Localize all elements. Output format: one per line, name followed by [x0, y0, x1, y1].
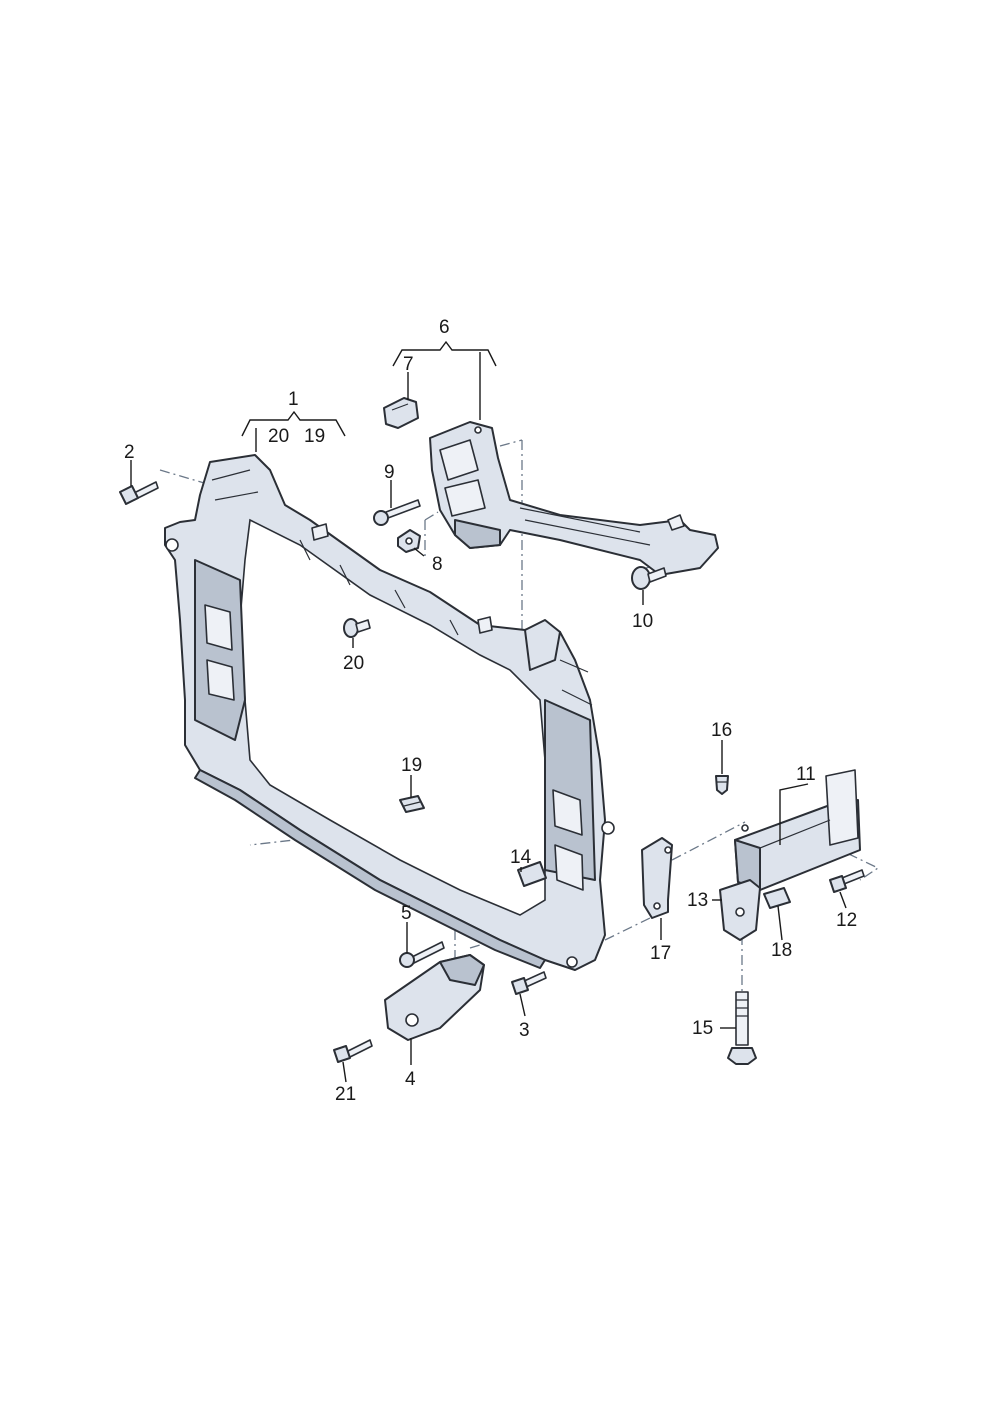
- callout-16: 16: [711, 720, 732, 741]
- part-16-clip: [715, 775, 729, 795]
- callout-15: 15: [692, 1018, 713, 1039]
- callout-3: 3: [519, 1020, 530, 1041]
- callout-20-sub: 20: [268, 426, 289, 447]
- part-2-bolt: [119, 481, 159, 505]
- callout-7: 7: [403, 354, 414, 375]
- part-8-nut: [397, 529, 421, 553]
- radiator-support-frame: [164, 454, 615, 971]
- callout-2: 2: [124, 442, 135, 463]
- part-18-clip: [763, 887, 791, 909]
- lock-carrier-bracket: [429, 421, 719, 576]
- part-11-crash-box: [734, 769, 861, 891]
- part-14-clip: [517, 861, 547, 887]
- callout-10: 10: [632, 611, 653, 632]
- callout-13: 13: [687, 890, 708, 911]
- part-7-clip: [383, 397, 419, 429]
- callout-21: 21: [335, 1084, 356, 1105]
- part-10-clip: [631, 566, 667, 590]
- callout-17: 17: [650, 943, 671, 964]
- callout-8: 8: [432, 554, 443, 575]
- part-9-bolt: [373, 499, 421, 526]
- part-12-bolt: [829, 869, 865, 893]
- callout-labels: 1 20 19 2 6 7 9 8 10 20 19 14 5 4 21 3 1…: [124, 317, 857, 1105]
- callout-4: 4: [405, 1069, 416, 1090]
- callout-12: 12: [836, 910, 857, 931]
- part-3-bolt: [511, 971, 547, 995]
- callout-18: 18: [771, 940, 792, 961]
- callout-6: 6: [439, 317, 450, 338]
- callout-19: 19: [401, 755, 422, 776]
- callout-5: 5: [401, 903, 412, 924]
- callout-9: 9: [384, 462, 395, 483]
- callout-1: 1: [288, 389, 299, 410]
- callout-20: 20: [343, 653, 364, 674]
- part-4-bracket: [384, 954, 485, 1041]
- callout-14: 14: [510, 847, 532, 868]
- part-19-clip-nut: [399, 795, 425, 813]
- leader-lines: [130, 340, 847, 1083]
- part-21-bolt: [333, 1039, 373, 1063]
- part-17-bracket: [641, 837, 673, 919]
- part-13-bracket: [719, 879, 761, 941]
- part-15-bolt: [727, 991, 757, 1065]
- callout-19-sub: 19: [304, 426, 325, 447]
- part-20-clip: [343, 618, 371, 638]
- part-5-bolt: [399, 941, 445, 968]
- callout-11: 11: [796, 764, 816, 785]
